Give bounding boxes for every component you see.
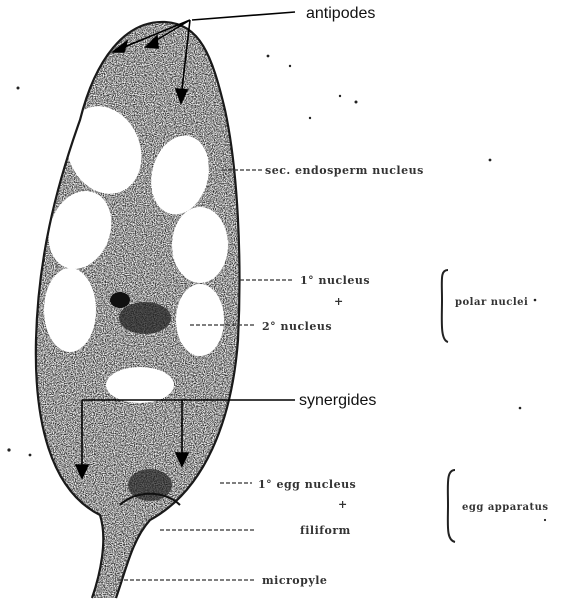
scan-label-polar-plus: + [334, 295, 344, 308]
scan-label-micropyle: micropyle [262, 574, 327, 587]
scan-label-polar-2: 2° nucleus [262, 320, 332, 333]
scan-label-central-cell: sec. endosperm nucleus [265, 164, 424, 177]
scan-label-egg-plus: + [338, 498, 348, 511]
scan-label-egg-2: filiform [300, 524, 351, 537]
antipodes-label: antipodes [306, 5, 375, 22]
scan-label-polar-1: 1° nucleus [300, 274, 370, 287]
scan-label-polar-brace: polar nuclei [455, 297, 528, 308]
scan-label-egg-1: 1° egg nucleus [258, 478, 356, 491]
synergides-label: synergides [299, 392, 376, 409]
scan-label-egg-brace: egg apparatus [462, 502, 549, 513]
